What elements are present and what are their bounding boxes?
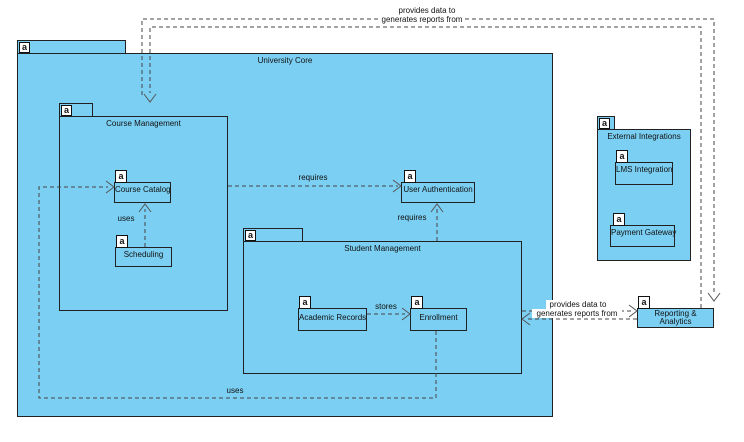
stereotype-badge: a	[411, 296, 423, 309]
component-course-catalog[interactable]: a Course Catalog	[114, 170, 171, 203]
component-label: LMS Integration	[616, 165, 673, 174]
edge-label-generates-reports-from: generates reports from	[380, 15, 464, 24]
edge-label-provides-data-to: provides data to	[396, 6, 458, 15]
component-label: Payment Gateway	[611, 228, 677, 237]
edge-label-uses: uses	[226, 386, 244, 395]
edge-label-stores: stores	[375, 302, 397, 311]
edge-label-provides-data-to: provides data to	[546, 300, 610, 309]
component-label: Course Catalog	[115, 185, 171, 194]
component-label: User Authentication	[403, 185, 473, 194]
edge-label-generates-reports-from: generates reports from	[532, 309, 622, 318]
package-tab: a	[597, 116, 615, 130]
stereotype-badge: a	[616, 150, 628, 163]
component-label: Enrollment	[419, 313, 458, 322]
stereotype-badge: a	[404, 170, 416, 183]
component-reporting-analytics[interactable]: a Reporting & Analytics	[637, 296, 714, 328]
component-user-authentication[interactable]: a User Authentication	[401, 170, 475, 203]
stereotype-badge: a	[638, 296, 650, 309]
component-academic-records[interactable]: a Academic Records	[298, 296, 367, 331]
stereotype-badge: a	[299, 296, 311, 309]
component-enrollment[interactable]: a Enrollment	[410, 296, 467, 331]
component-scheduling[interactable]: a Scheduling	[115, 235, 172, 267]
package-tab: a	[59, 103, 93, 117]
stereotype-badge: a	[61, 105, 72, 116]
component-label: Scheduling	[123, 250, 164, 259]
component-label: Reporting & Analytics	[638, 310, 713, 326]
stereotype-badge: a	[613, 213, 625, 226]
component-lms-integration[interactable]: a LMS Integration	[615, 150, 673, 185]
package-course-management[interactable]: a Course Management	[59, 103, 228, 311]
package-title: Student Management	[344, 244, 421, 253]
component-payment-gateway[interactable]: a Payment Gateway	[610, 213, 677, 247]
stereotype-badge: a	[599, 118, 610, 129]
package-tab: a	[17, 40, 126, 54]
edge-label-requires: requires	[397, 213, 427, 222]
stereotype-badge: a	[115, 170, 127, 183]
stereotype-badge: a	[245, 230, 256, 241]
component-label: Academic Records	[299, 313, 367, 322]
package-title: University Core	[257, 56, 313, 65]
stereotype-badge: a	[116, 235, 128, 248]
package-tab: a	[243, 228, 303, 242]
package-title: External Integrations	[607, 132, 681, 141]
stereotype-badge: a	[19, 42, 30, 53]
edge-label-uses: uses	[117, 214, 135, 223]
component-label-line1: Reporting &	[654, 309, 697, 318]
package-title: Course Management	[106, 119, 181, 128]
edge-label-requires: requires	[298, 173, 328, 182]
component-label-line2: Analytics	[659, 317, 692, 326]
